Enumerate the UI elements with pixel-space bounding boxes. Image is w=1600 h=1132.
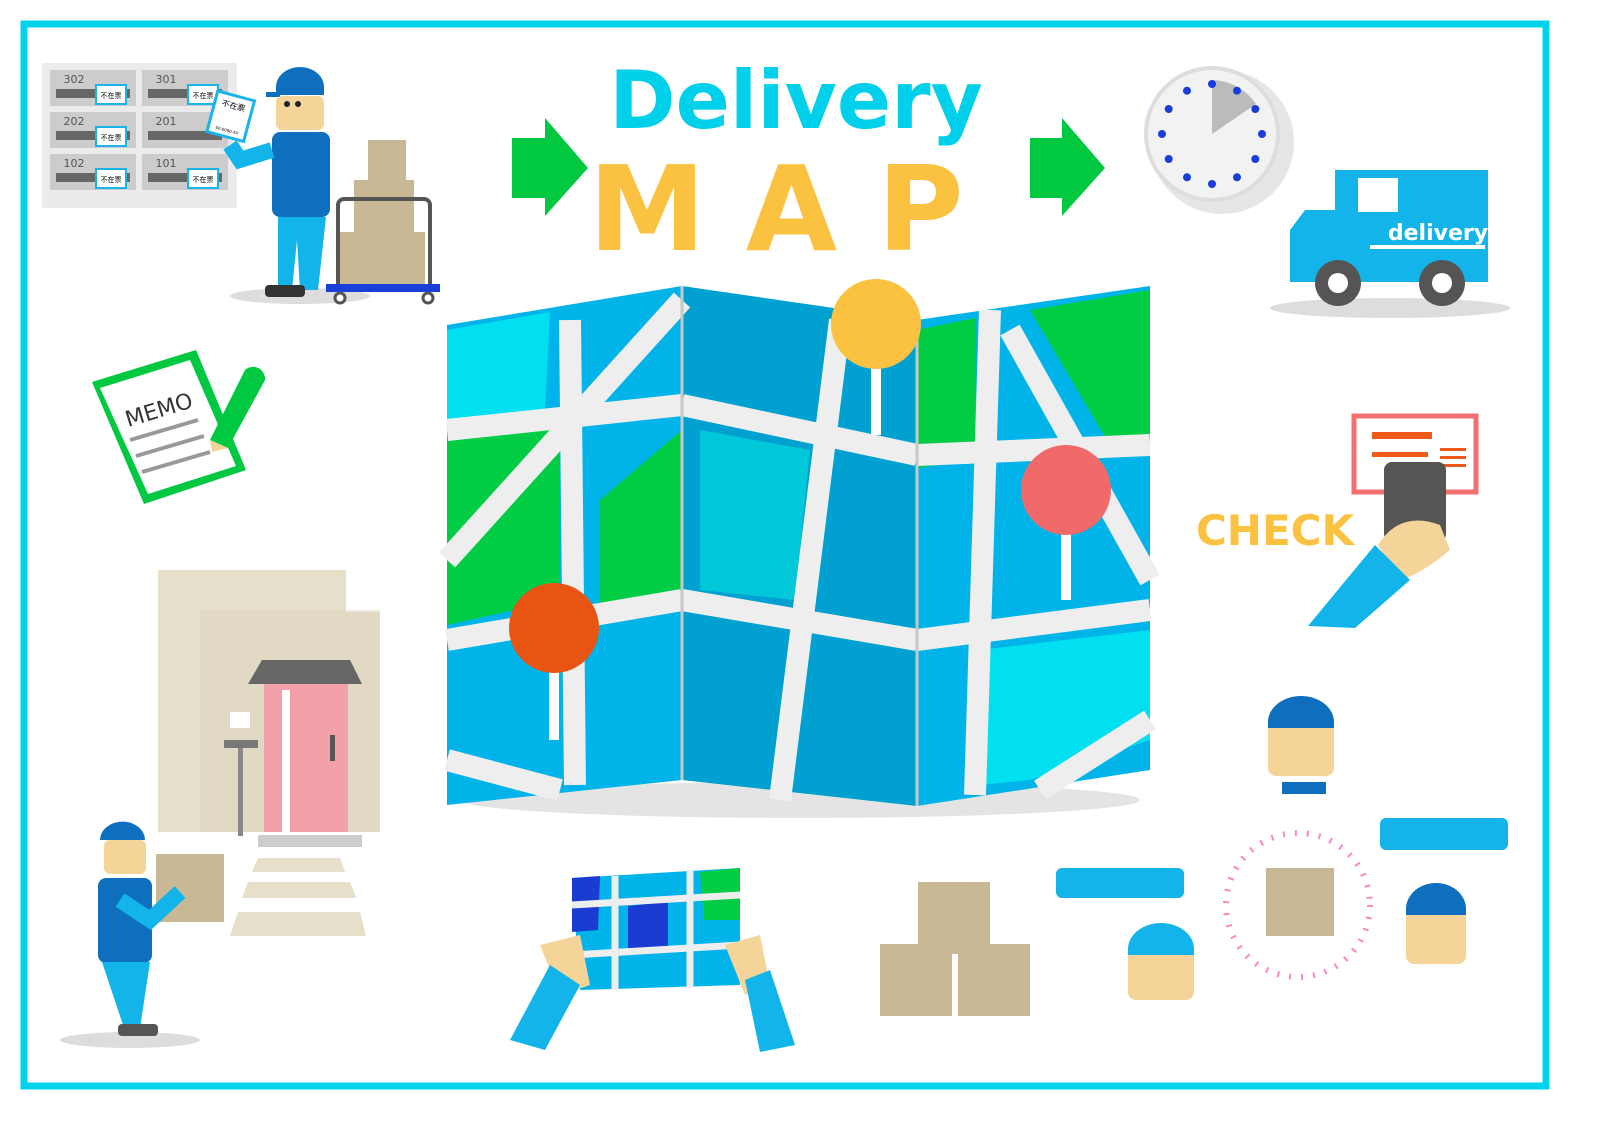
speech-bubble bbox=[1380, 818, 1508, 850]
clock-tick bbox=[1158, 130, 1166, 138]
memo-pad: MEMO bbox=[92, 350, 266, 504]
clock-icon bbox=[1144, 66, 1294, 214]
clock-tick bbox=[1251, 155, 1260, 163]
hand-cart-with-boxes bbox=[326, 140, 440, 305]
map-pin-orange bbox=[509, 583, 599, 740]
mailbox-notice: 不在票 bbox=[101, 175, 122, 184]
mailbox-notice: 不在票 bbox=[101, 133, 122, 142]
svg-text:00-0000-XX: 00-0000-XX bbox=[215, 125, 239, 136]
courier-with-package bbox=[60, 821, 224, 1048]
mailbox: 不在票 302 bbox=[50, 70, 136, 106]
absence-notice: 不在票 00-0000-XX bbox=[205, 89, 257, 144]
check-scanner: CHECK bbox=[1196, 413, 1479, 628]
map-pin-yellow bbox=[831, 279, 921, 435]
clock-tick bbox=[1164, 155, 1173, 163]
check-label: CHECK bbox=[1196, 506, 1355, 555]
clock-tick bbox=[1183, 173, 1191, 182]
title-delivery: Delivery bbox=[609, 54, 983, 147]
truck-label: delivery bbox=[1388, 221, 1488, 246]
mailbox-number: 202 bbox=[64, 115, 85, 128]
clock-tick bbox=[1233, 173, 1241, 182]
mailbox-notice: 不在票 bbox=[101, 91, 122, 100]
frame-border bbox=[20, 20, 1550, 1090]
clock-tick bbox=[1258, 130, 1266, 138]
clock-tick bbox=[1164, 105, 1173, 113]
mailbox: 不在票 301 bbox=[142, 70, 228, 106]
mailbox-number: 102 bbox=[64, 157, 85, 170]
mailbox-number: 302 bbox=[64, 73, 85, 86]
mailbox-number: 101 bbox=[156, 157, 177, 170]
mailbox: 不在票 102 bbox=[50, 154, 136, 190]
clock-tick bbox=[1208, 180, 1216, 188]
arrow-right-icon bbox=[512, 118, 588, 216]
mailbox-number: 201 bbox=[156, 115, 177, 128]
speech-bubble bbox=[1056, 868, 1184, 898]
house-entrance bbox=[158, 570, 380, 936]
mailbox: 不在票 101 bbox=[142, 154, 228, 190]
map-pin-red bbox=[1021, 445, 1111, 600]
folded-map bbox=[438, 286, 1160, 818]
mailbox-notice: 不在票 bbox=[193, 91, 214, 100]
mailbox-panel: 不在票 302 不在票 301 不在票 202 201 不在票 102 不在票 101 bbox=[42, 63, 237, 208]
stacked-boxes bbox=[880, 882, 1030, 1016]
title-map: MAP bbox=[588, 140, 1003, 278]
mailbox: 不在票 202 bbox=[50, 112, 136, 148]
mailbox-notice: 不在票 bbox=[193, 175, 214, 184]
clock-tick bbox=[1208, 80, 1216, 88]
clock-tick bbox=[1251, 105, 1260, 113]
clock-tick bbox=[1233, 86, 1241, 95]
delivery-network bbox=[1056, 696, 1508, 1000]
clock-tick bbox=[1183, 86, 1191, 95]
mailbox-number: 301 bbox=[156, 73, 177, 86]
arrow-right-icon bbox=[1030, 118, 1105, 216]
delivery-truck: delivery bbox=[1270, 170, 1510, 318]
hands-holding-map bbox=[510, 868, 795, 1052]
